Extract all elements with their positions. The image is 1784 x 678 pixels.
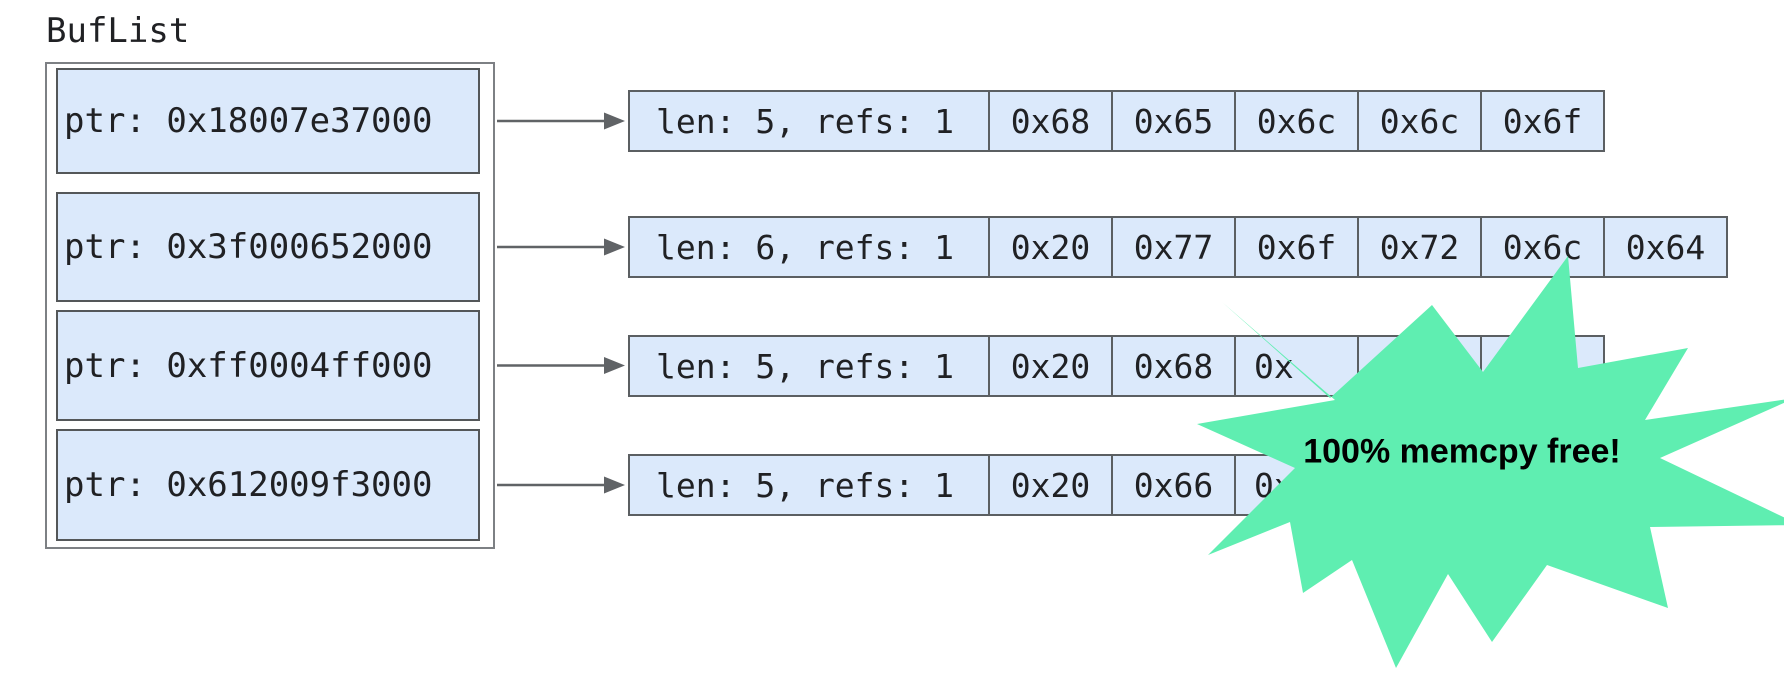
pointer-label: ptr: 0x3f000652000 (64, 227, 433, 267)
buffer-header: len: 6, refs: 1 (656, 227, 955, 267)
buflist-title: BufList (46, 11, 190, 51)
buffer-byte-cell: 0x6f (1480, 92, 1603, 150)
pointer-label: ptr: 0x18007e37000 (64, 101, 433, 141)
pointer-box: ptr: 0x3f000652000 (56, 192, 480, 302)
pointer-arrowhead-icon (604, 476, 625, 494)
pointer-box: ptr: 0x612009f3000 (56, 429, 480, 541)
buffer-byte-cell: 0x65 (1111, 92, 1234, 150)
buffer-byte-cell: 0x68 (988, 92, 1111, 150)
buffer-byte-cell: 0x20 (988, 218, 1111, 276)
pointer-arrowhead-icon (604, 112, 625, 130)
memcpy-badge-text: 100% memcpy free! (1303, 432, 1621, 471)
pointer-label: ptr: 0xff0004ff000 (64, 345, 433, 386)
pointer-label: ptr: 0x612009f3000 (64, 465, 433, 505)
pointer-arrowhead-icon (604, 238, 625, 256)
buffer-byte-cell: 0x6c (1357, 92, 1480, 150)
pointer-arrowhead-icon (604, 357, 625, 374)
pointer-box: ptr: 0x18007e37000 (56, 68, 480, 174)
buffer-header: len: 5, refs: 1 (656, 465, 955, 505)
buffer-header: len: 5, refs: 1 (656, 346, 955, 386)
buffer-byte-cell: 0x20 (988, 456, 1111, 514)
pointer-box: ptr: 0xff0004ff000 (56, 310, 480, 421)
buffer-header: len: 5, refs: 1 (656, 101, 955, 141)
buffer-byte-cell: 0x6c (1234, 92, 1357, 150)
buffer-byte-cell: 0x20 (988, 337, 1111, 395)
